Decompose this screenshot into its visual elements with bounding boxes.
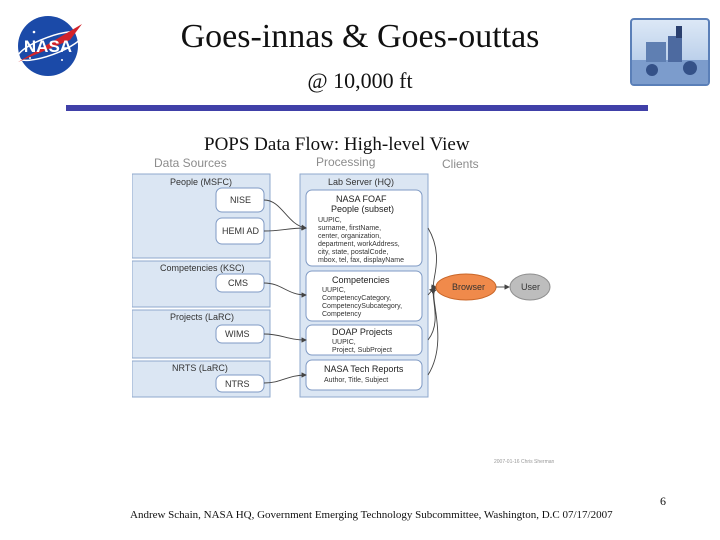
nasa-logo: NASA [17,16,83,76]
source-item-label: CMS [228,278,248,288]
flow-arrow [427,227,437,290]
user-node [509,273,551,301]
source-item-label: NTRS [225,379,250,389]
title-divider [66,105,648,111]
pops-data-flow-diagram: POPS Data Flow: High-level View Data Sou… [132,134,555,465]
source-item-label: HEMI AD [222,226,260,236]
slide-title: Goes-innas & Goes-outtas [180,18,540,55]
page-number: 6 [660,494,666,508]
processing-box-title: DOAP Projects [332,327,393,337]
source-group-label: NRTS (LaRC) [172,363,228,373]
field-text: CompetencySubcategory, [322,303,402,310]
user-label: User [521,282,540,292]
flow-arrow [263,372,307,384]
field-text: UUPIC, [322,287,346,294]
field-text: Competency [322,311,362,318]
flow-arrow [427,288,439,376]
source-item-label: WIMS [225,329,250,339]
column-header-processing: Processing [316,155,375,169]
flow-arrow [427,286,437,341]
field-text: Author, Title, Subject [324,377,388,384]
source-group-label: Competencies (KSC) [160,263,245,273]
processing-box-title: NASA FOAF [336,194,387,204]
processing-box-title: NASA Tech Reports [324,364,404,374]
field-text: city, state, postalCode, [318,249,388,256]
diagram-title: POPS Data Flow: High-level View [204,134,470,155]
source-group-label: People (MSFC) [170,177,232,187]
processing-box-title: Competencies [332,275,390,285]
slide-subtitle: @ 10,000 ft [307,68,413,93]
column-header-clients: Clients [442,157,479,171]
lab-server-label: Lab Server (HQ) [328,177,394,187]
field-text: mbox, tel, fax, displayName [318,257,404,264]
field-text: Project, SubProject [332,347,392,354]
browser-label: Browser [452,282,485,292]
flow-arrow [263,225,307,232]
footer-text: Andrew Schain, NASA HQ, Government Emerg… [130,509,613,521]
flow-arrow [263,282,307,298]
mission-badge-image [630,18,710,86]
logo-text: NASA [24,37,72,56]
processing-box-subtitle: People (subset) [331,204,394,214]
field-text: department, workAddress, [318,241,400,248]
source-group-label: Projects (LaRC) [170,312,234,322]
source-item-label: NISE [230,195,251,205]
field-text: surname, firstName, [318,225,381,232]
flow-arrow [263,333,307,343]
source-item-box [215,374,265,393]
field-text: CompetencyCategory, [322,295,391,302]
field-text: UUPIC, [332,339,356,346]
copyright-text: 2007-01-16 Chris Sherman [494,459,555,465]
field-text: UUPIC, [318,217,342,224]
column-header-sources: Data Sources [154,156,227,170]
field-text: center, organization, [318,233,381,240]
